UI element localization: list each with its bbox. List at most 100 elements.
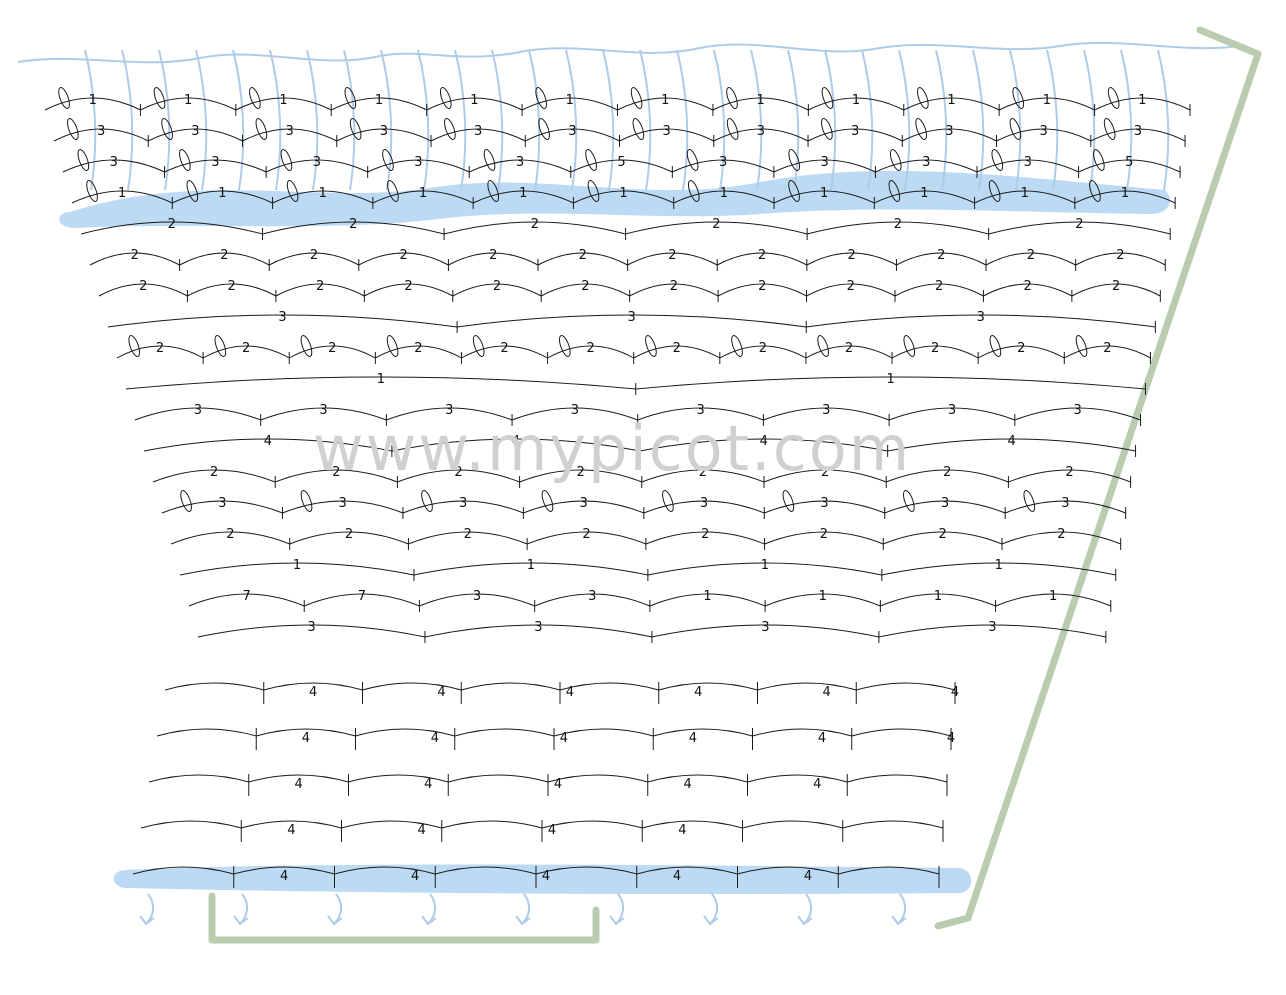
- stitch-count-label: 2: [587, 341, 595, 356]
- stitch-count-label: 3: [380, 124, 388, 139]
- stitch-count-label: 3: [211, 155, 219, 170]
- mesh-count-label: 4: [818, 731, 826, 746]
- stitch-count-label: 1: [920, 186, 928, 201]
- stitch-arc: [883, 531, 1003, 545]
- mesh-count-label: 4: [951, 685, 959, 700]
- stitch-count-label: 3: [459, 496, 467, 511]
- mesh-arc: [334, 866, 436, 875]
- stitch-count-label: 3: [414, 155, 422, 170]
- stitch-count-label: 1: [995, 558, 1003, 573]
- stitch-count-label: 2: [758, 248, 766, 263]
- flow-arrow: [528, 49, 541, 191]
- stitch-count-label: 2: [1116, 248, 1124, 263]
- flow-arrow: [824, 49, 837, 191]
- puff-stitch: [300, 490, 313, 512]
- mesh-arc: [752, 728, 852, 737]
- puff-stitch: [300, 335, 313, 357]
- stitch-count-label: 2: [228, 279, 236, 294]
- stitch-arc: [107, 314, 458, 328]
- mesh-arc: [241, 820, 342, 829]
- stitch-arc: [53, 128, 149, 142]
- stitch-count-label: 2: [156, 341, 164, 356]
- puff-stitch: [483, 149, 496, 171]
- stitch-count-label: 2: [845, 341, 853, 356]
- stitch-arc: [996, 128, 1092, 142]
- stitch-arc: [336, 128, 432, 142]
- stitch-count-label: 1: [319, 186, 327, 201]
- flow-arrow: [306, 49, 319, 191]
- stitch-arc: [161, 500, 283, 514]
- stitch-arc: [419, 593, 535, 607]
- stitch-arc: [719, 345, 807, 359]
- mesh-count-label: 4: [684, 777, 692, 792]
- mesh-count-label: 4: [424, 777, 432, 792]
- puff-stitch: [382, 149, 394, 171]
- stitch-arc: [172, 190, 273, 204]
- stitch-arc: [875, 159, 978, 173]
- stitch-count-label: 3: [757, 124, 765, 139]
- stitch-arc: [386, 407, 513, 421]
- puff-stitch: [726, 118, 739, 140]
- bottom-flow-arrow: [609, 893, 625, 926]
- puff-stitch: [472, 335, 485, 357]
- stitch-arc: [134, 407, 261, 421]
- stitch-arc: [712, 97, 809, 111]
- puff-stitch: [180, 490, 192, 512]
- mesh-count-label: 4: [694, 685, 702, 700]
- mesh-arc: [838, 866, 940, 875]
- puff-stitch: [731, 335, 743, 357]
- stitch-count-label: 2: [759, 341, 767, 356]
- puff-stitch: [67, 118, 79, 140]
- puff-stitch: [86, 180, 98, 202]
- puff-stitch: [821, 87, 834, 109]
- stitch-arc: [903, 97, 1000, 111]
- stitch-count-label: 1: [470, 93, 478, 108]
- stitch-count-label: 2: [464, 527, 472, 542]
- flow-arrow: [861, 49, 874, 191]
- mesh-arc: [448, 774, 549, 783]
- stitch-arc: [469, 159, 571, 173]
- flow-arrow: [1046, 49, 1059, 191]
- stitch-count-label: 2: [316, 279, 324, 294]
- stitch-arc: [649, 593, 766, 607]
- puff-stitch: [1093, 149, 1105, 171]
- stitch-arc: [807, 221, 989, 235]
- stitch-arc: [391, 438, 640, 452]
- stitch-count-label: 2: [935, 279, 943, 294]
- stitch-arc: [164, 159, 267, 173]
- stitch-count-label: 2: [414, 341, 422, 356]
- mesh-count-label: 4: [280, 869, 288, 884]
- stitch-count-label: 3: [445, 403, 453, 418]
- stitch-arc: [540, 283, 630, 297]
- mesh-arc: [256, 728, 356, 737]
- stitch-arc: [1005, 500, 1126, 514]
- mesh-arc: [547, 774, 648, 783]
- stitch-arc: [235, 97, 332, 111]
- stitch-count-label: 3: [307, 620, 315, 635]
- flow-arrow: [195, 49, 208, 191]
- stitch-arc: [364, 283, 454, 297]
- stitch-arc: [125, 376, 636, 390]
- stitch-count-label: 2: [226, 527, 234, 542]
- stitch-arc: [976, 159, 1079, 173]
- stitch-count-label: 3: [516, 155, 524, 170]
- stitch-arc: [773, 159, 876, 173]
- top-edge-wave: [17, 41, 1241, 64]
- mesh-arc: [348, 774, 449, 783]
- direction-arrows: [84, 49, 1170, 926]
- stitch-arc: [272, 190, 374, 204]
- flow-arrow: [602, 49, 615, 191]
- stitch-arc: [635, 376, 1146, 390]
- stitch-arc: [672, 159, 775, 173]
- puff-stitch: [538, 118, 550, 140]
- puff-stitch: [541, 490, 554, 512]
- stitch-count-label: 1: [819, 589, 827, 604]
- stitch-arc: [717, 283, 807, 297]
- puff-stitch: [645, 335, 657, 357]
- mesh-count-label: 4: [560, 731, 568, 746]
- flow-arrow: [232, 49, 245, 191]
- stitch-count-label: 3: [945, 124, 953, 139]
- stitch-arc: [998, 97, 1095, 111]
- mesh-arc: [248, 774, 349, 783]
